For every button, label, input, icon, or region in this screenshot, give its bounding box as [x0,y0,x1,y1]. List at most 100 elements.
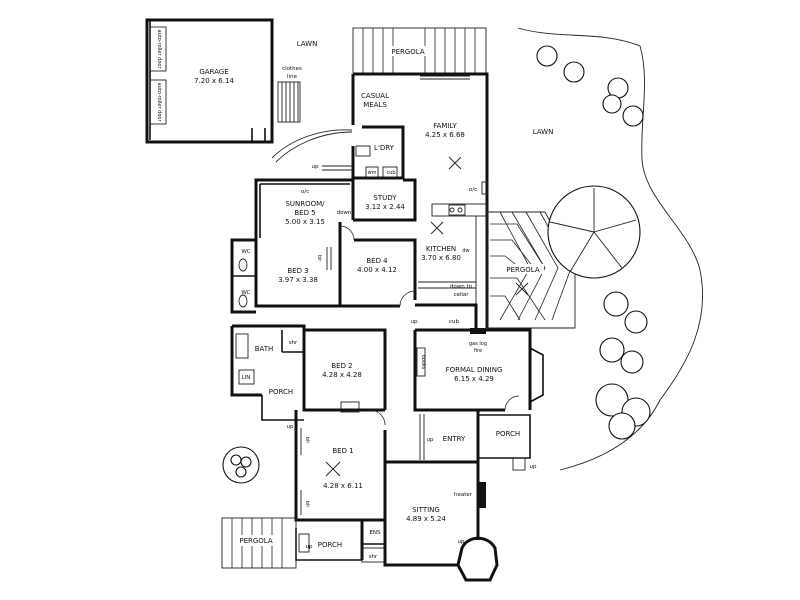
study-dims: 3.12 x 2.44 [365,203,405,211]
bed4-label: BED 4 [366,257,388,265]
kitchen: KITCHEN 3.70 x 6.80 dw down to cellar up… [411,203,489,328]
shr-bath-label: shr [289,340,298,346]
clothes-line-label-2: line [287,74,298,80]
bed3: BED 3 3.97 x 3.38 blr [254,240,342,308]
pergola-right-label: PERGOLA [506,266,540,274]
porch-left-label: PORCH [269,388,293,396]
porch-front: PORCH up [478,414,537,471]
garage-dims: 7.20 x 6.14 [194,77,234,85]
ceiling-fan-icon [448,156,462,170]
porch-left: PORCH up [261,388,304,430]
garage: GARAGE 7.20 x 6.14 auto-roller door auto… [145,18,274,144]
garage-label: GARAGE [199,68,228,76]
lawn-right-label: LAWN [533,128,554,136]
up-porch-bottom-label: up [306,544,313,550]
porch-front-label: PORCH [496,430,520,438]
up-porch-left-label: up [287,424,294,430]
bed2-label: BED 2 [331,362,352,370]
small-tree-icon [222,446,260,484]
roller-door-label-2: auto-roller door [156,82,162,122]
books-label: books [420,355,426,370]
wc1-label: WC [241,249,250,255]
wm-label: wm [368,170,377,176]
tree-icon [536,45,644,127]
family-label: FAMILY [433,122,457,130]
porch-bottom: PORCH up [295,528,362,561]
pergola-bottom-label: PERGOLA [239,537,273,545]
porch-bottom-label: PORCH [318,541,342,549]
blr-bed1-bottom-label: blr [304,501,310,509]
down-sunroom-label: down [337,210,352,216]
formal-dining-dims: 6.15 x 4.29 [454,375,494,383]
cellar-label-1: down to [450,284,473,290]
sunroom: o/c SUNROOM/ BED 5 5.00 x 3.15 down [254,178,355,241]
bed1-dims: 4.28 x 6.11 [323,482,363,490]
blr-bed3-label: blr [316,255,322,263]
bed2-dims: 4.28 x 4.28 [322,371,362,379]
blr-bed1-top-label: blr [304,437,310,445]
ens-label: ENS [369,530,381,536]
bed1: blr blr BED 1 4.28 x 6.11 [294,408,387,522]
ensuite: ENS shr [360,520,385,563]
sitting-dims: 4.89 x 5.24 [406,515,446,523]
ceiling-fan-icon [515,282,529,296]
sitting-label: SITTING [412,506,440,514]
laundry-label: L'DRY [374,144,395,152]
roller-door-label-1: auto-roller door [156,29,162,69]
heater-label: heater [454,492,473,498]
pergola-bottom: PERGOLA [221,517,297,569]
wc-area: WC WC [230,238,256,314]
bed4: BED 4 4.00 x 4.12 [340,238,417,308]
casual-meals-label-1: CASUAL [361,92,389,100]
pergola-top: PERGOLA [352,27,487,74]
study-label: STUDY [373,194,397,202]
up-laundry-label: up [312,164,319,170]
dw-label: dw [462,248,469,254]
bath-area: shr BATH LIN [230,324,306,397]
up-front-porch-label: up [530,464,537,470]
sunroom-label: SUNROOM/ [285,200,325,208]
pergola-top-label: PERGOLA [391,48,425,56]
bed1-label: BED 1 [332,447,353,455]
shr-ens-label: shr [369,554,378,560]
sunroom-dims: 5.00 x 3.15 [285,218,325,226]
shrub-icon [595,291,651,440]
bed4-dims: 4.00 x 4.12 [357,266,397,274]
casual-meals-label-2: MEALS [363,101,387,109]
family-dims: 4.25 x 6.68 [425,131,465,139]
up-kitchen-label: up [411,319,418,325]
bed2: BED 2 4.28 x 4.28 [302,328,387,413]
lin-label: LIN [242,375,251,381]
entry-label: ENTRY [443,435,466,443]
up-entry-label: up [427,437,434,443]
gas-log-fire-label-2: fire [474,348,482,354]
entry: up ENTRY [385,410,480,464]
formal-dining: gas log fire books FORMAL DINING 6.15 x … [413,328,544,412]
clothes-line-area: clothes line [271,66,353,163]
lawn-top-label: LAWN [297,40,318,48]
gas-log-fire-label-1: gas log [469,341,487,347]
bed3-label: BED 3 [287,267,308,275]
ceiling-fan-icon [430,221,444,235]
laundry: L'DRY wm cub up [312,125,405,180]
formal-dining-label: FORMAL DINING [446,366,503,374]
cub-kitchen-label: cub [449,319,460,325]
bath-label: BATH [255,345,274,353]
garden-steps [277,81,301,123]
sitting: heater SITTING 4.89 x 5.24 up [383,462,499,582]
study: STUDY 3.12 x 2.44 [351,178,417,222]
kitchen-dims: 3.70 x 6.80 [421,254,461,262]
up-sitting-label: up [458,539,465,545]
kitchen-label: KITCHEN [426,245,456,253]
bed3-dims: 3.97 x 3.38 [278,276,318,284]
oc-sunroom-label: o/c [301,189,309,195]
large-tree-icon [547,185,641,279]
sunroom-label-2: BED 5 [294,209,315,217]
ceiling-fan-icon [325,461,341,477]
wc2-label: WC [241,290,250,296]
clothes-line-label-1: clothes [282,66,302,72]
oc-family-label: o/c [469,187,477,193]
cellar-label-2: cellar [453,292,469,298]
cub-laundry-label: cub [386,170,395,176]
